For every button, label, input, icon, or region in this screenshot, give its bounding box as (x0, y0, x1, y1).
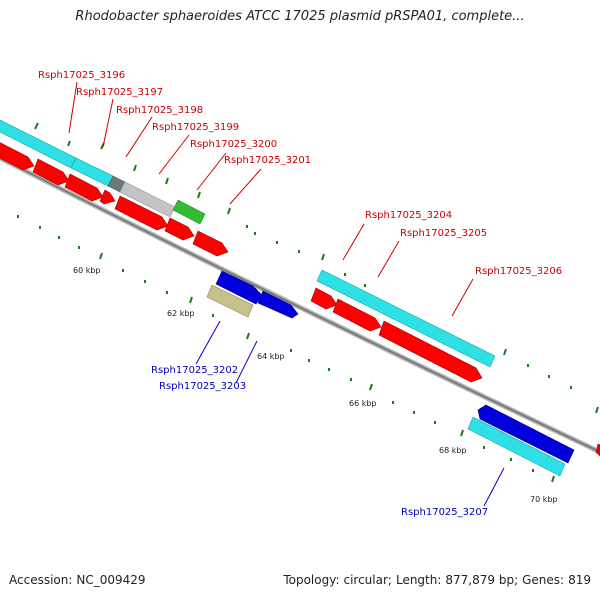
scale-label-60kbp: 60 kbp (73, 266, 101, 275)
gene-label-3196[interactable]: Rsph17025_3196 (38, 70, 125, 81)
length-label: Length: (395, 573, 442, 587)
gene-red-arrow-1[interactable] (0, 140, 35, 171)
gene-red-arrow-6[interactable] (164, 217, 195, 241)
topology-label: Topology: (283, 573, 340, 587)
gene-blue-arrow-3207[interactable] (477, 404, 575, 464)
scale-label-group: 60 kbp 62 kbp 64 kbp 66 kbp 68 kbp 70 kb… (73, 266, 558, 504)
topology-value: circular (343, 573, 388, 587)
gene-label-3200[interactable]: Rsph17025_3200 (190, 139, 277, 150)
genome-map: 60 kbp 62 kbp 64 kbp 66 kbp 68 kbp 70 kb… (0, 70, 600, 518)
outer-tick-track (34, 122, 599, 483)
gene-label-3201[interactable]: Rsph17025_3201 (224, 155, 311, 166)
scale-label-62kbp: 62 kbp (167, 309, 195, 318)
red-gene-labels: Rsph17025_3196 Rsph17025_3197 Rsph17025_… (38, 70, 562, 277)
backbone-track (0, 155, 600, 455)
gene-label-3198[interactable]: Rsph17025_3198 (116, 105, 203, 116)
minor-tick-track (17, 215, 572, 472)
genome-summary: Topology:circular;Length:877,879 bp;Gene… (283, 573, 591, 587)
scale-label-66kbp: 66 kbp (349, 399, 377, 408)
gene-red-arrow-8[interactable] (310, 287, 338, 310)
gene-3200-feature[interactable] (172, 199, 206, 225)
scale-label-70kbp: 70 kbp (530, 495, 558, 504)
accession-info: Accession:NC_009429 (9, 573, 146, 587)
gene-track-red (0, 140, 600, 457)
red-label-leaders (68, 81, 474, 317)
gene-red-arrow-10[interactable] (378, 320, 483, 383)
plasmid-title: Rhodobacter sphaeroides ATCC 17025 plasm… (75, 9, 525, 24)
gene-label-3204[interactable]: Rsph17025_3204 (365, 210, 452, 221)
gene-label-3206[interactable]: Rsph17025_3206 (475, 266, 562, 277)
accession-value: NC_009429 (76, 573, 146, 587)
gene-3202-feature[interactable] (215, 270, 263, 305)
gene-label-3203[interactable]: Rsph17025_3203 (159, 381, 246, 392)
gene-3204-feature[interactable] (316, 269, 496, 368)
genes-label: Genes: (522, 573, 565, 587)
gene-red-arrow-5[interactable] (114, 195, 169, 231)
gene-red-arrow-3[interactable] (64, 173, 104, 202)
gene-red-arrow-4[interactable] (99, 189, 116, 205)
gene-track-cyan (0, 119, 566, 477)
gene-label-3205[interactable]: Rsph17025_3205 (400, 228, 487, 239)
scale-label-64kbp: 64 kbp (257, 352, 285, 361)
scale-label-68kbp: 68 kbp (439, 446, 467, 455)
gene-3207-feature[interactable] (467, 416, 566, 477)
gene-label-3207[interactable]: Rsph17025_3207 (401, 507, 488, 518)
gene-label-3197[interactable]: Rsph17025_3197 (76, 87, 163, 98)
blue-label-leaders (195, 320, 505, 507)
accession-label: Accession: (9, 573, 73, 587)
length-value: 877,879 bp (445, 573, 515, 587)
gene-3199-feature[interactable] (119, 181, 176, 218)
genes-value: 819 (568, 573, 591, 587)
blue-gene-labels: Rsph17025_3202 Rsph17025_3203 Rsph17025_… (151, 365, 488, 518)
gene-olive-feature[interactable] (206, 284, 254, 318)
gene-red-arrow-7[interactable] (192, 230, 229, 257)
gene-red-arrow-2[interactable] (32, 158, 70, 186)
gene-label-3199[interactable]: Rsph17025_3199 (152, 122, 239, 133)
gene-3203-feature[interactable] (257, 290, 299, 319)
gene-track-blue (206, 270, 575, 464)
gene-red-arrow-9[interactable] (332, 298, 382, 332)
gene-red-arrow-11[interactable] (595, 443, 600, 457)
gene-label-3202[interactable]: Rsph17025_3202 (151, 365, 238, 376)
